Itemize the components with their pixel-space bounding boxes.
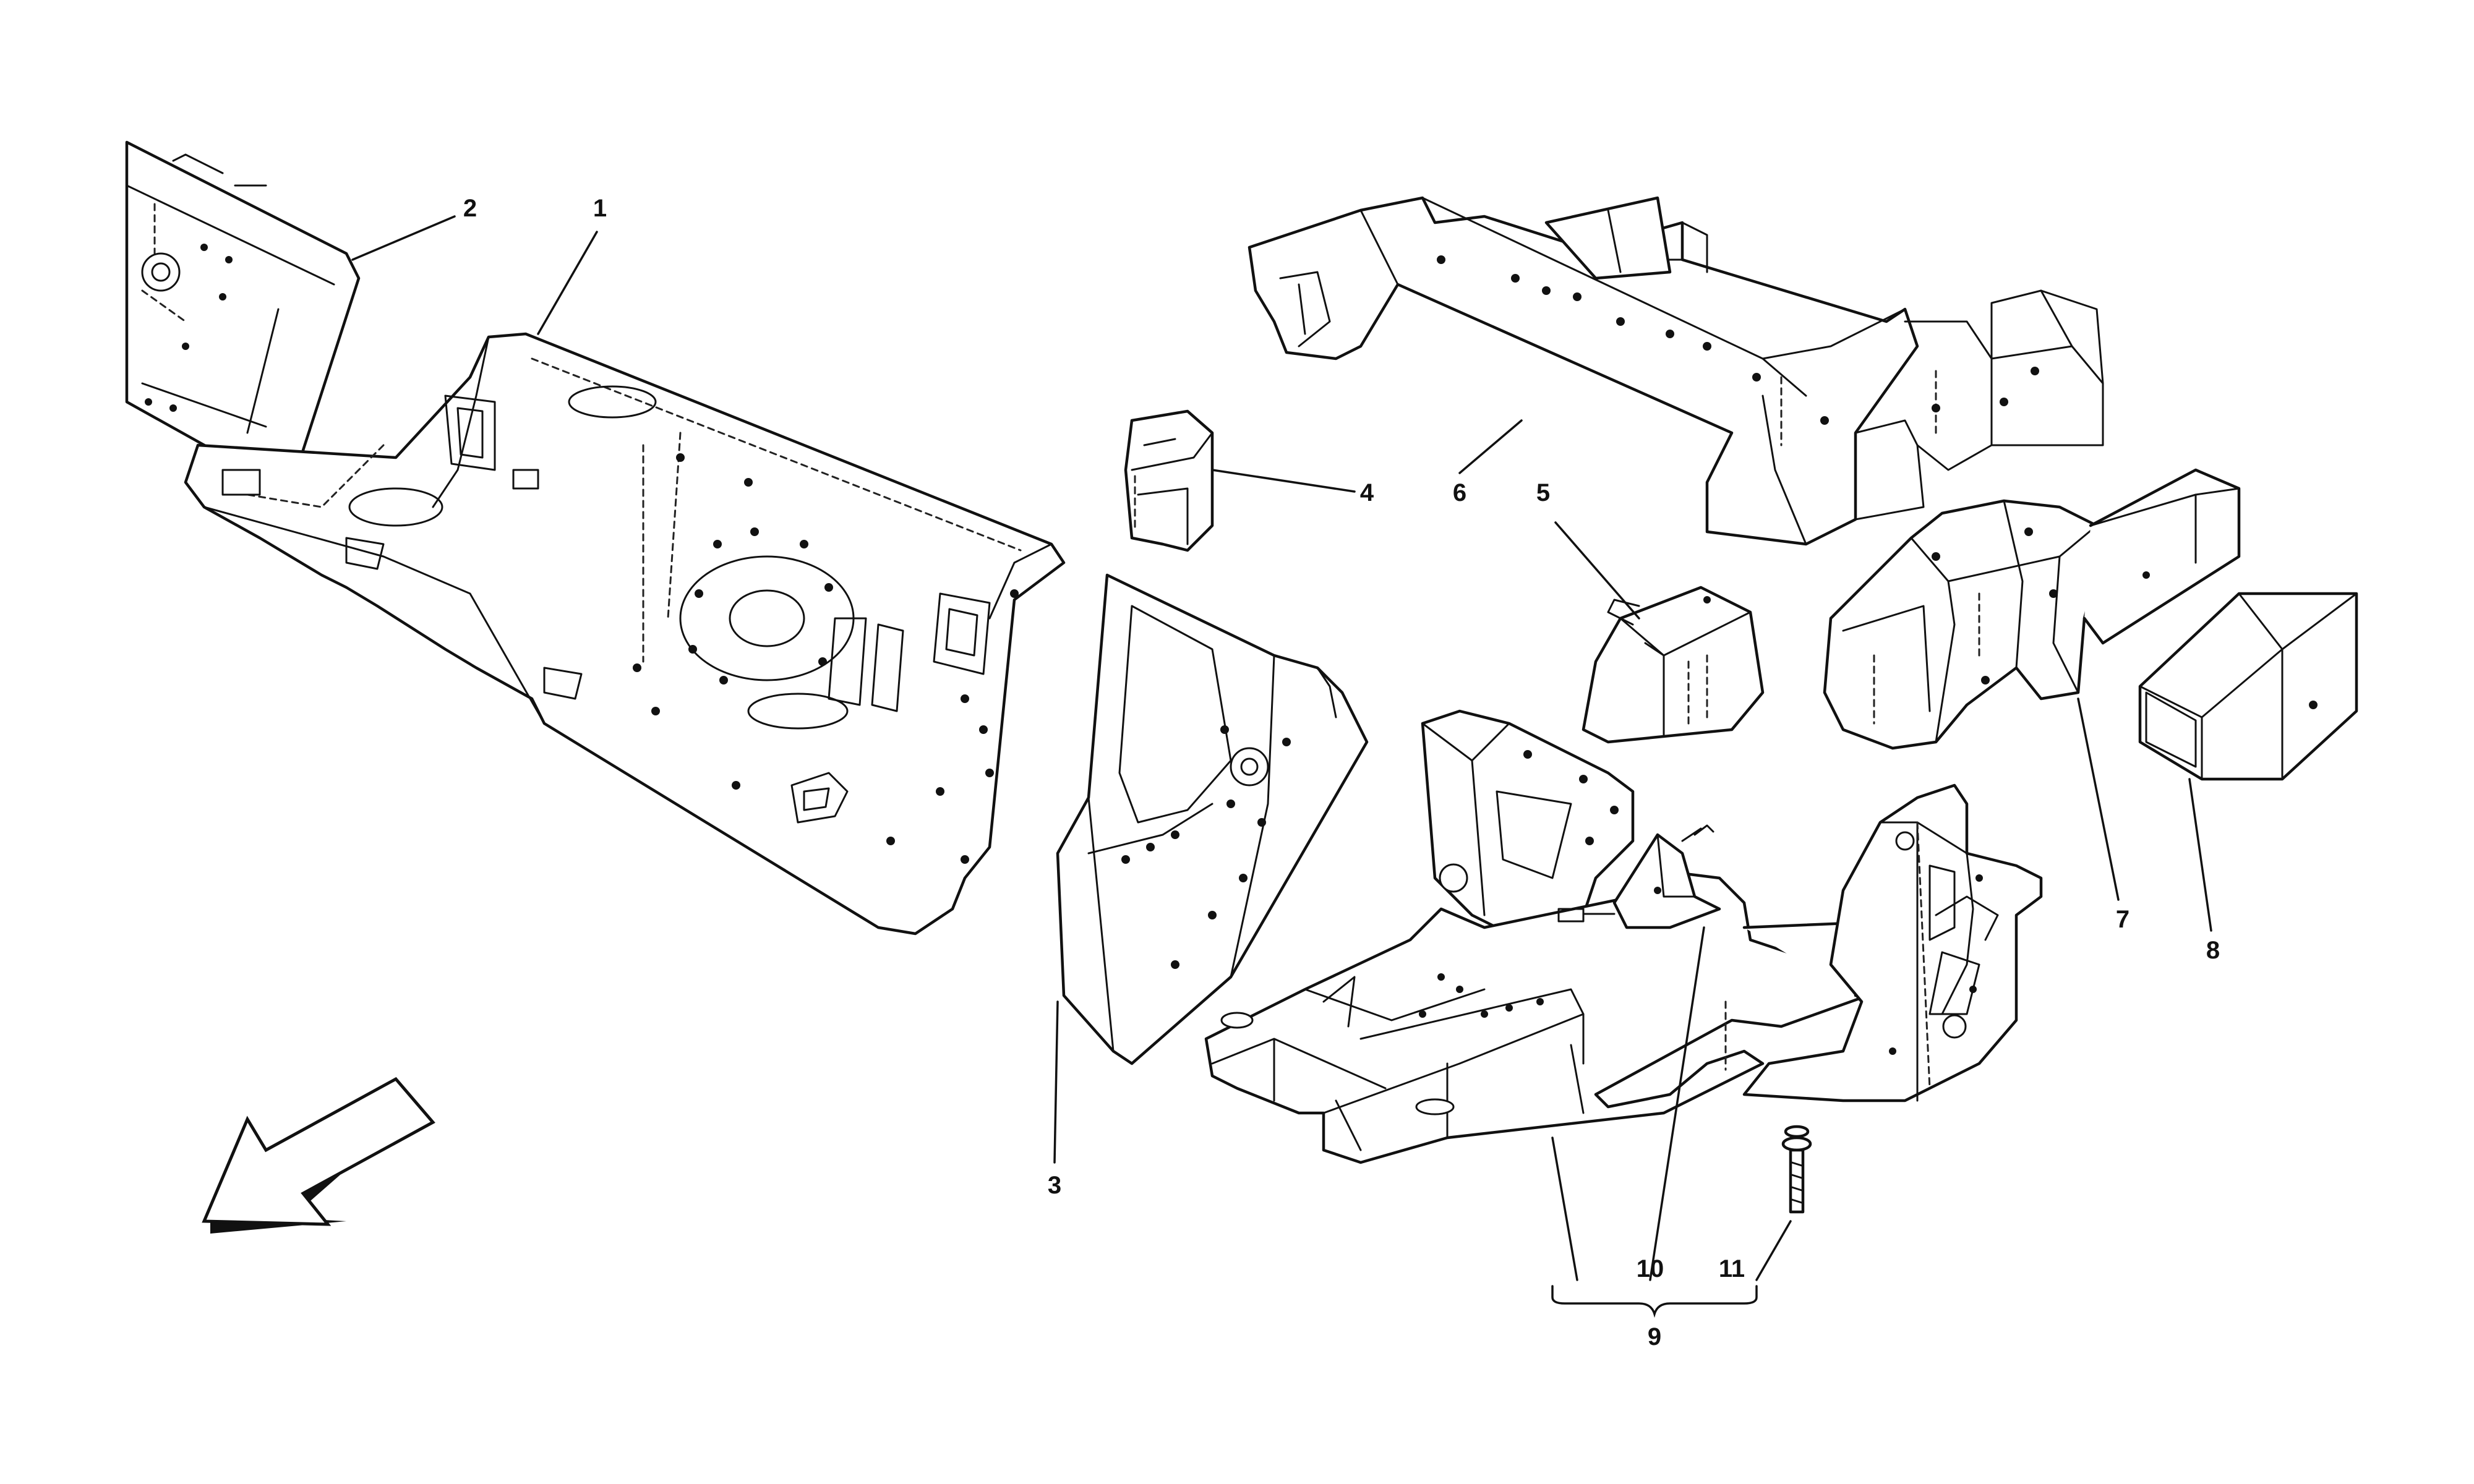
callout-8: 8 [2206,937,2220,964]
callout-4: 4 [1360,479,1374,506]
part-10-bracket-bolt [1557,824,1721,929]
part-5-bracket [1582,586,1765,744]
leader-11 [1755,1220,1792,1281]
callout-1: 1 [593,195,607,222]
leader-2 [351,215,456,261]
callout-9: 9 [1648,1323,1661,1350]
callout-10: 10 [1637,1255,1664,1282]
leader-3 [1053,1000,1059,1164]
part-6-rail-extension [1544,196,1672,280]
leader-9-bracket [1551,1285,1758,1318]
part-2-panel-section [125,140,361,490]
part-11-bolt-washer [1781,1125,1812,1214]
callout-6: 6 [1453,479,1466,506]
callout-3: 3 [1048,1172,1061,1199]
part-3-side-inner-panel [1056,573,1369,1065]
leader-1 [537,231,598,335]
callout-7: 7 [2116,906,2129,933]
part-1-rear-floor-panel [184,332,1066,936]
part-6-rear-crossmember [1248,196,2104,546]
callout-11: 11 [1719,1255,1745,1282]
leader-10 [1649,926,1705,1281]
part-7-rail-arm [2082,468,2241,645]
leader-9-to-frame [1551,1136,1578,1281]
part-8-box-rail [2138,592,2358,781]
callout-2: 2 [463,195,477,222]
part-7-rear-rail-node [1823,499,2105,750]
leader-5 [1554,521,1640,620]
direction-arrow-icon [202,1077,435,1234]
leader-4 [1211,469,1356,493]
leader-lines [351,215,2212,1318]
leader-8 [2188,778,2212,932]
part-4-bracket [1124,409,1214,552]
callout-5: 5 [1536,479,1550,506]
leader-6 [1458,419,1523,474]
leader-7 [2077,697,2120,901]
